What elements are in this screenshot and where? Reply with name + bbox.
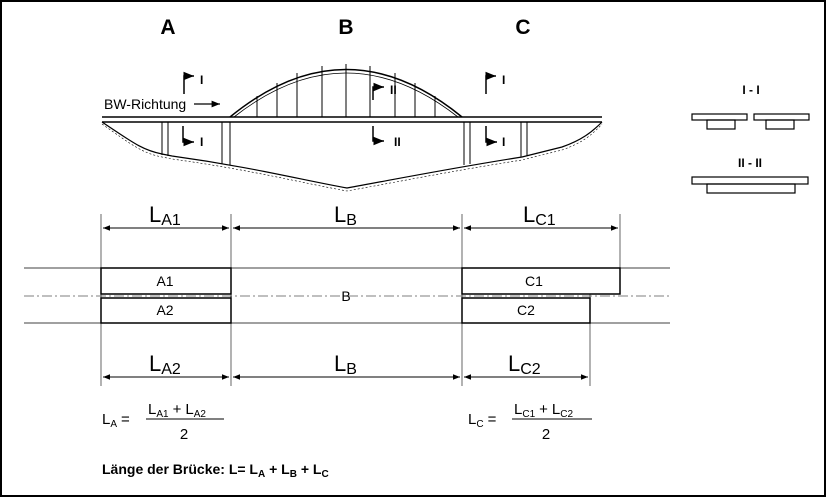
total-length-formula: Länge der Brücke: L= LA + LB + LC: [102, 461, 329, 480]
svg-text:I: I: [200, 73, 203, 87]
section-label-a: A: [160, 16, 175, 39]
dim-lb-bottom: LB: [334, 351, 357, 378]
ground-profile: [101, 121, 603, 192]
bridge-piers: [161, 122, 528, 165]
cut-marker-b-top: II: [372, 82, 397, 100]
plan-label-a2: A2: [156, 302, 173, 318]
cut-marker-b-bottom: II: [372, 126, 401, 149]
dim-lc1: LC1: [523, 202, 556, 229]
dim-lc2: LC2: [508, 351, 541, 378]
legend-cut1-label: I - I: [742, 83, 759, 97]
cut-marker-c-bottom: I: [485, 126, 505, 149]
svg-text:II: II: [394, 135, 401, 149]
formula-lc: LC= LC1+LC2 2: [468, 401, 592, 443]
dim-la1: LA1: [149, 202, 181, 229]
plan-label-b: B: [341, 288, 350, 304]
svg-text:II: II: [390, 83, 397, 97]
cut-marker-a-bottom: I: [182, 126, 203, 149]
dim-lb-top: LB: [334, 202, 357, 229]
svg-text:LC=: LC=: [468, 411, 497, 430]
direction-label: BW-Richtung: [104, 96, 186, 112]
plan-view: [24, 267, 670, 324]
cut-marker-c-top: I: [485, 71, 505, 94]
section-label-b: B: [338, 16, 353, 39]
svg-text:LA1+LA2: LA1+LA2: [148, 401, 206, 420]
plan-label-c1: C1: [525, 273, 543, 289]
plan-label-a1: A1: [156, 273, 173, 289]
svg-text:2: 2: [542, 426, 550, 443]
svg-text:2: 2: [180, 426, 188, 443]
svg-text:LA=: LA=: [102, 411, 130, 430]
cross-section-1: [691, 113, 810, 130]
formula-la: LA= LA1+LA2 2: [102, 401, 224, 443]
svg-text:LC1+LC2: LC1+LC2: [514, 401, 573, 420]
svg-text:I: I: [502, 73, 505, 87]
legend-cut2-label: II - II: [738, 156, 762, 170]
svg-text:I: I: [502, 135, 505, 149]
dim-la2: LA2: [149, 351, 181, 378]
section-label-c: C: [515, 16, 530, 39]
bridge-deck: [102, 116, 602, 123]
cut-marker-a-top: I: [183, 71, 203, 94]
bridge-arch: [229, 64, 463, 118]
svg-text:I: I: [200, 135, 203, 149]
plan-label-c2: C2: [517, 302, 535, 318]
cross-section-2: [691, 176, 809, 194]
